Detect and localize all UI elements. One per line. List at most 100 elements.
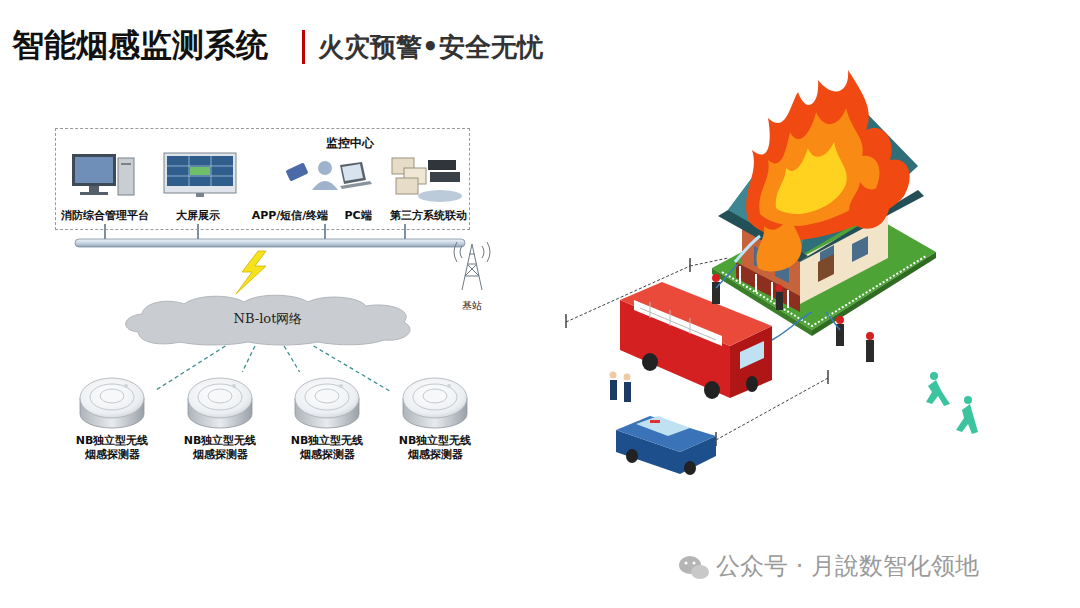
fire-scene <box>772 312 812 340</box>
smoke-detector: NB独立型无线 烟感探测器 <box>391 372 479 464</box>
terminal-icons <box>285 161 372 190</box>
server-icons <box>396 178 418 194</box>
bus-stubs <box>197 224 199 240</box>
terminal-label: 消防综合管理平台 <box>61 208 149 223</box>
fire-scene <box>610 380 631 402</box>
network-label: NB-lot网络 <box>234 310 303 328</box>
terminal-label: 大屏展示 <box>176 208 220 223</box>
screen-wall-icon <box>196 193 204 197</box>
fire-scene <box>616 416 716 452</box>
bus-stubs <box>104 224 106 240</box>
title: 智能烟感监测系统 <box>12 24 268 68</box>
bus-stubs <box>105 224 405 240</box>
computer-icon <box>72 154 116 186</box>
fire-scene <box>746 70 910 240</box>
detector-icon <box>80 378 144 428</box>
computer-icon <box>89 186 99 192</box>
fire-scene <box>610 372 617 379</box>
fire-scene <box>640 302 716 340</box>
screen-wall-icon <box>167 156 233 186</box>
wechat-icon <box>693 562 696 565</box>
fire-scene <box>852 236 868 262</box>
fire-scene <box>818 254 834 282</box>
network-bus <box>75 239 465 247</box>
fire-scene <box>650 420 660 423</box>
detector-icon <box>403 378 467 428</box>
fire-scene <box>964 396 972 404</box>
subtitle: 火灾预警•安全无忧 <box>318 30 543 65</box>
fire-scene <box>620 282 772 346</box>
smoke-detector: NB独立型无线 烟感探测器 <box>283 372 371 464</box>
bus-stubs <box>404 224 406 240</box>
fire-scene <box>716 264 840 330</box>
dashed-link <box>156 346 225 390</box>
fire-scene <box>566 70 978 475</box>
terminal-icons <box>340 162 366 184</box>
fire-scene <box>756 214 801 272</box>
server-icons <box>430 172 460 182</box>
dashed-link <box>314 346 391 392</box>
detector-label: NB独立型无线 烟感探测器 <box>395 434 475 462</box>
terminal-icons <box>285 162 308 181</box>
smoke-detector: NB独立型无线 烟感探测器 <box>68 372 156 464</box>
computer-icon <box>80 192 108 195</box>
terminal-icons <box>318 161 332 175</box>
detector-label: NB独立型无线 烟感探测器 <box>180 434 260 462</box>
computer-icon <box>121 163 131 165</box>
fire-scene <box>836 316 844 324</box>
computer-icon <box>118 158 134 195</box>
fire-scene <box>610 380 617 400</box>
station-label: 基站 <box>462 299 482 313</box>
wechat-icon <box>685 562 688 565</box>
fire-scene <box>849 180 889 229</box>
terminal-item: 第三方系统联动 <box>386 146 471 225</box>
server-icons <box>428 160 456 170</box>
smoke-detector: NB独立型无线 烟感探测器 <box>176 372 264 464</box>
wechat-icon <box>679 556 709 579</box>
fire-scene <box>735 236 760 262</box>
fire-scene <box>746 376 758 392</box>
fire-scene <box>956 404 978 434</box>
fire-scene <box>866 340 874 362</box>
fire-scene <box>926 372 978 434</box>
terminal-icons <box>342 164 363 181</box>
fire-scene <box>626 449 638 463</box>
watermark: 公众号 · 月說数智化领地 <box>716 550 979 582</box>
computer-icon <box>72 154 134 195</box>
tower-icon <box>454 242 490 290</box>
tower-icon <box>454 242 490 262</box>
fire-scene <box>642 353 658 371</box>
fire-scene <box>776 285 783 292</box>
terminal-item: PC端 <box>340 146 376 225</box>
fire-scene <box>776 142 847 214</box>
title-bar <box>302 30 305 64</box>
dashed-link <box>284 346 300 372</box>
wechat-icon <box>691 565 709 579</box>
fire-scene <box>624 382 631 402</box>
detector-label: NB独立型无线 烟感探测器 <box>287 434 367 462</box>
terminal-label: 第三方系统联动 <box>390 208 467 223</box>
fire-scene <box>712 274 874 340</box>
terminal-label: PC端 <box>344 208 371 223</box>
screen-wall-icon <box>164 153 236 193</box>
computer-icon <box>75 157 113 183</box>
server-icons <box>418 190 462 202</box>
screen-wall-icon <box>190 167 210 175</box>
fire-scene <box>634 300 722 346</box>
fire-scene <box>636 416 690 436</box>
monitor-center-box: 监控中心消防综合管理平台 大屏展示 APP/短信/终端 PC端 第三方系统联动 <box>55 128 470 230</box>
fire-scene <box>704 381 720 399</box>
detector-label: NB独立型无线 烟感探测器 <box>72 434 152 462</box>
bus-stubs <box>324 224 326 240</box>
cloud-outline <box>126 295 410 345</box>
signal-bolt <box>236 251 266 294</box>
terminal-label: APP/短信/终端 <box>252 208 329 223</box>
detector-icon <box>295 378 359 428</box>
network-cloud: NB-lot网络 <box>118 292 418 346</box>
group-heading: 监控中心 <box>326 135 374 152</box>
screen-wall-icon <box>164 153 236 197</box>
fire-scene <box>684 461 696 475</box>
fire-scene <box>624 374 631 381</box>
terminal-icons <box>340 181 372 189</box>
